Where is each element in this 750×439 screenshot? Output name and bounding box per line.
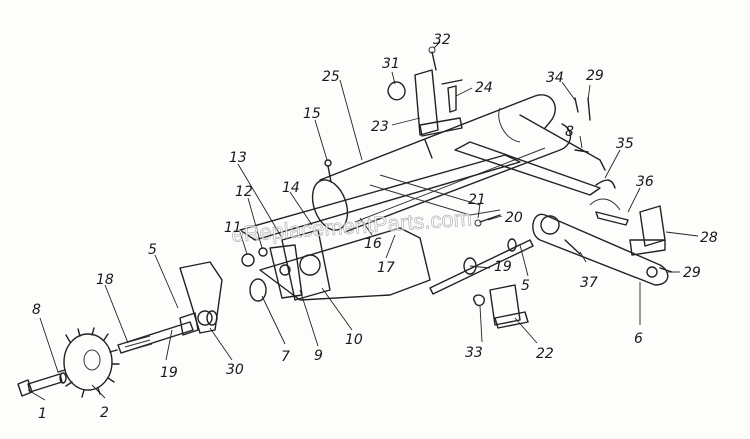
callout-14: 14 [282, 180, 300, 196]
left-bracket [179, 261, 267, 334]
right-arm [532, 213, 669, 286]
callout-31: 31 [382, 56, 400, 72]
callout-11: 11 [224, 220, 242, 236]
callout-25: 25 [322, 69, 340, 85]
callout-19: 19 [160, 365, 178, 381]
callout-1: 1 [38, 406, 47, 422]
callout-29: 29 [683, 265, 701, 281]
gear-wheel [57, 327, 120, 398]
top-bracket-assembly [387, 46, 463, 159]
bolt-1 [17, 372, 67, 397]
callout-34: 34 [546, 70, 564, 86]
callout-29: 29 [586, 68, 604, 84]
rod-19 [429, 238, 534, 295]
callout-7: 7 [281, 349, 290, 365]
leader-lines [27, 41, 699, 401]
bracket-22 [473, 284, 529, 329]
frame-rail [239, 114, 606, 301]
callout-15: 15 [303, 106, 321, 122]
callout-21: 21 [468, 192, 486, 208]
callout-36: 36 [636, 174, 654, 190]
callout-8: 8 [565, 124, 574, 140]
callout-10: 10 [345, 332, 363, 348]
axle-tube [311, 94, 572, 233]
callout-22: 22 [536, 346, 554, 362]
callout-9: 9 [314, 348, 323, 364]
callout-30: 30 [226, 362, 244, 378]
callout-33: 33 [465, 345, 483, 361]
callout-5: 5 [148, 242, 157, 258]
callout-8: 8 [32, 302, 41, 318]
callout-20: 20 [505, 210, 523, 226]
bracket-36 [589, 198, 629, 226]
axle-shaft [117, 312, 199, 354]
callout-24: 24 [475, 80, 493, 96]
callout-numbers: 1 2 5 5 6 7 8 8 9 10 11 12 13 14 15 16 1… [32, 32, 718, 422]
callout-28: 28 [700, 230, 718, 246]
callout-2: 2 [100, 405, 109, 421]
callout-5: 5 [521, 278, 530, 294]
bracket-28 [629, 205, 666, 256]
callout-16: 16 [364, 236, 382, 252]
small-hardware [474, 97, 673, 273]
callout-35: 35 [616, 136, 634, 152]
callout-6: 6 [634, 331, 643, 347]
callout-32: 32 [433, 32, 451, 48]
callout-23: 23 [371, 119, 389, 135]
callout-17: 17 [377, 260, 395, 276]
callout-37: 37 [580, 275, 598, 291]
callout-18: 18 [96, 272, 114, 288]
callout-12: 12 [235, 184, 253, 200]
callout-13: 13 [229, 150, 247, 166]
callout-19: 19 [494, 259, 512, 275]
